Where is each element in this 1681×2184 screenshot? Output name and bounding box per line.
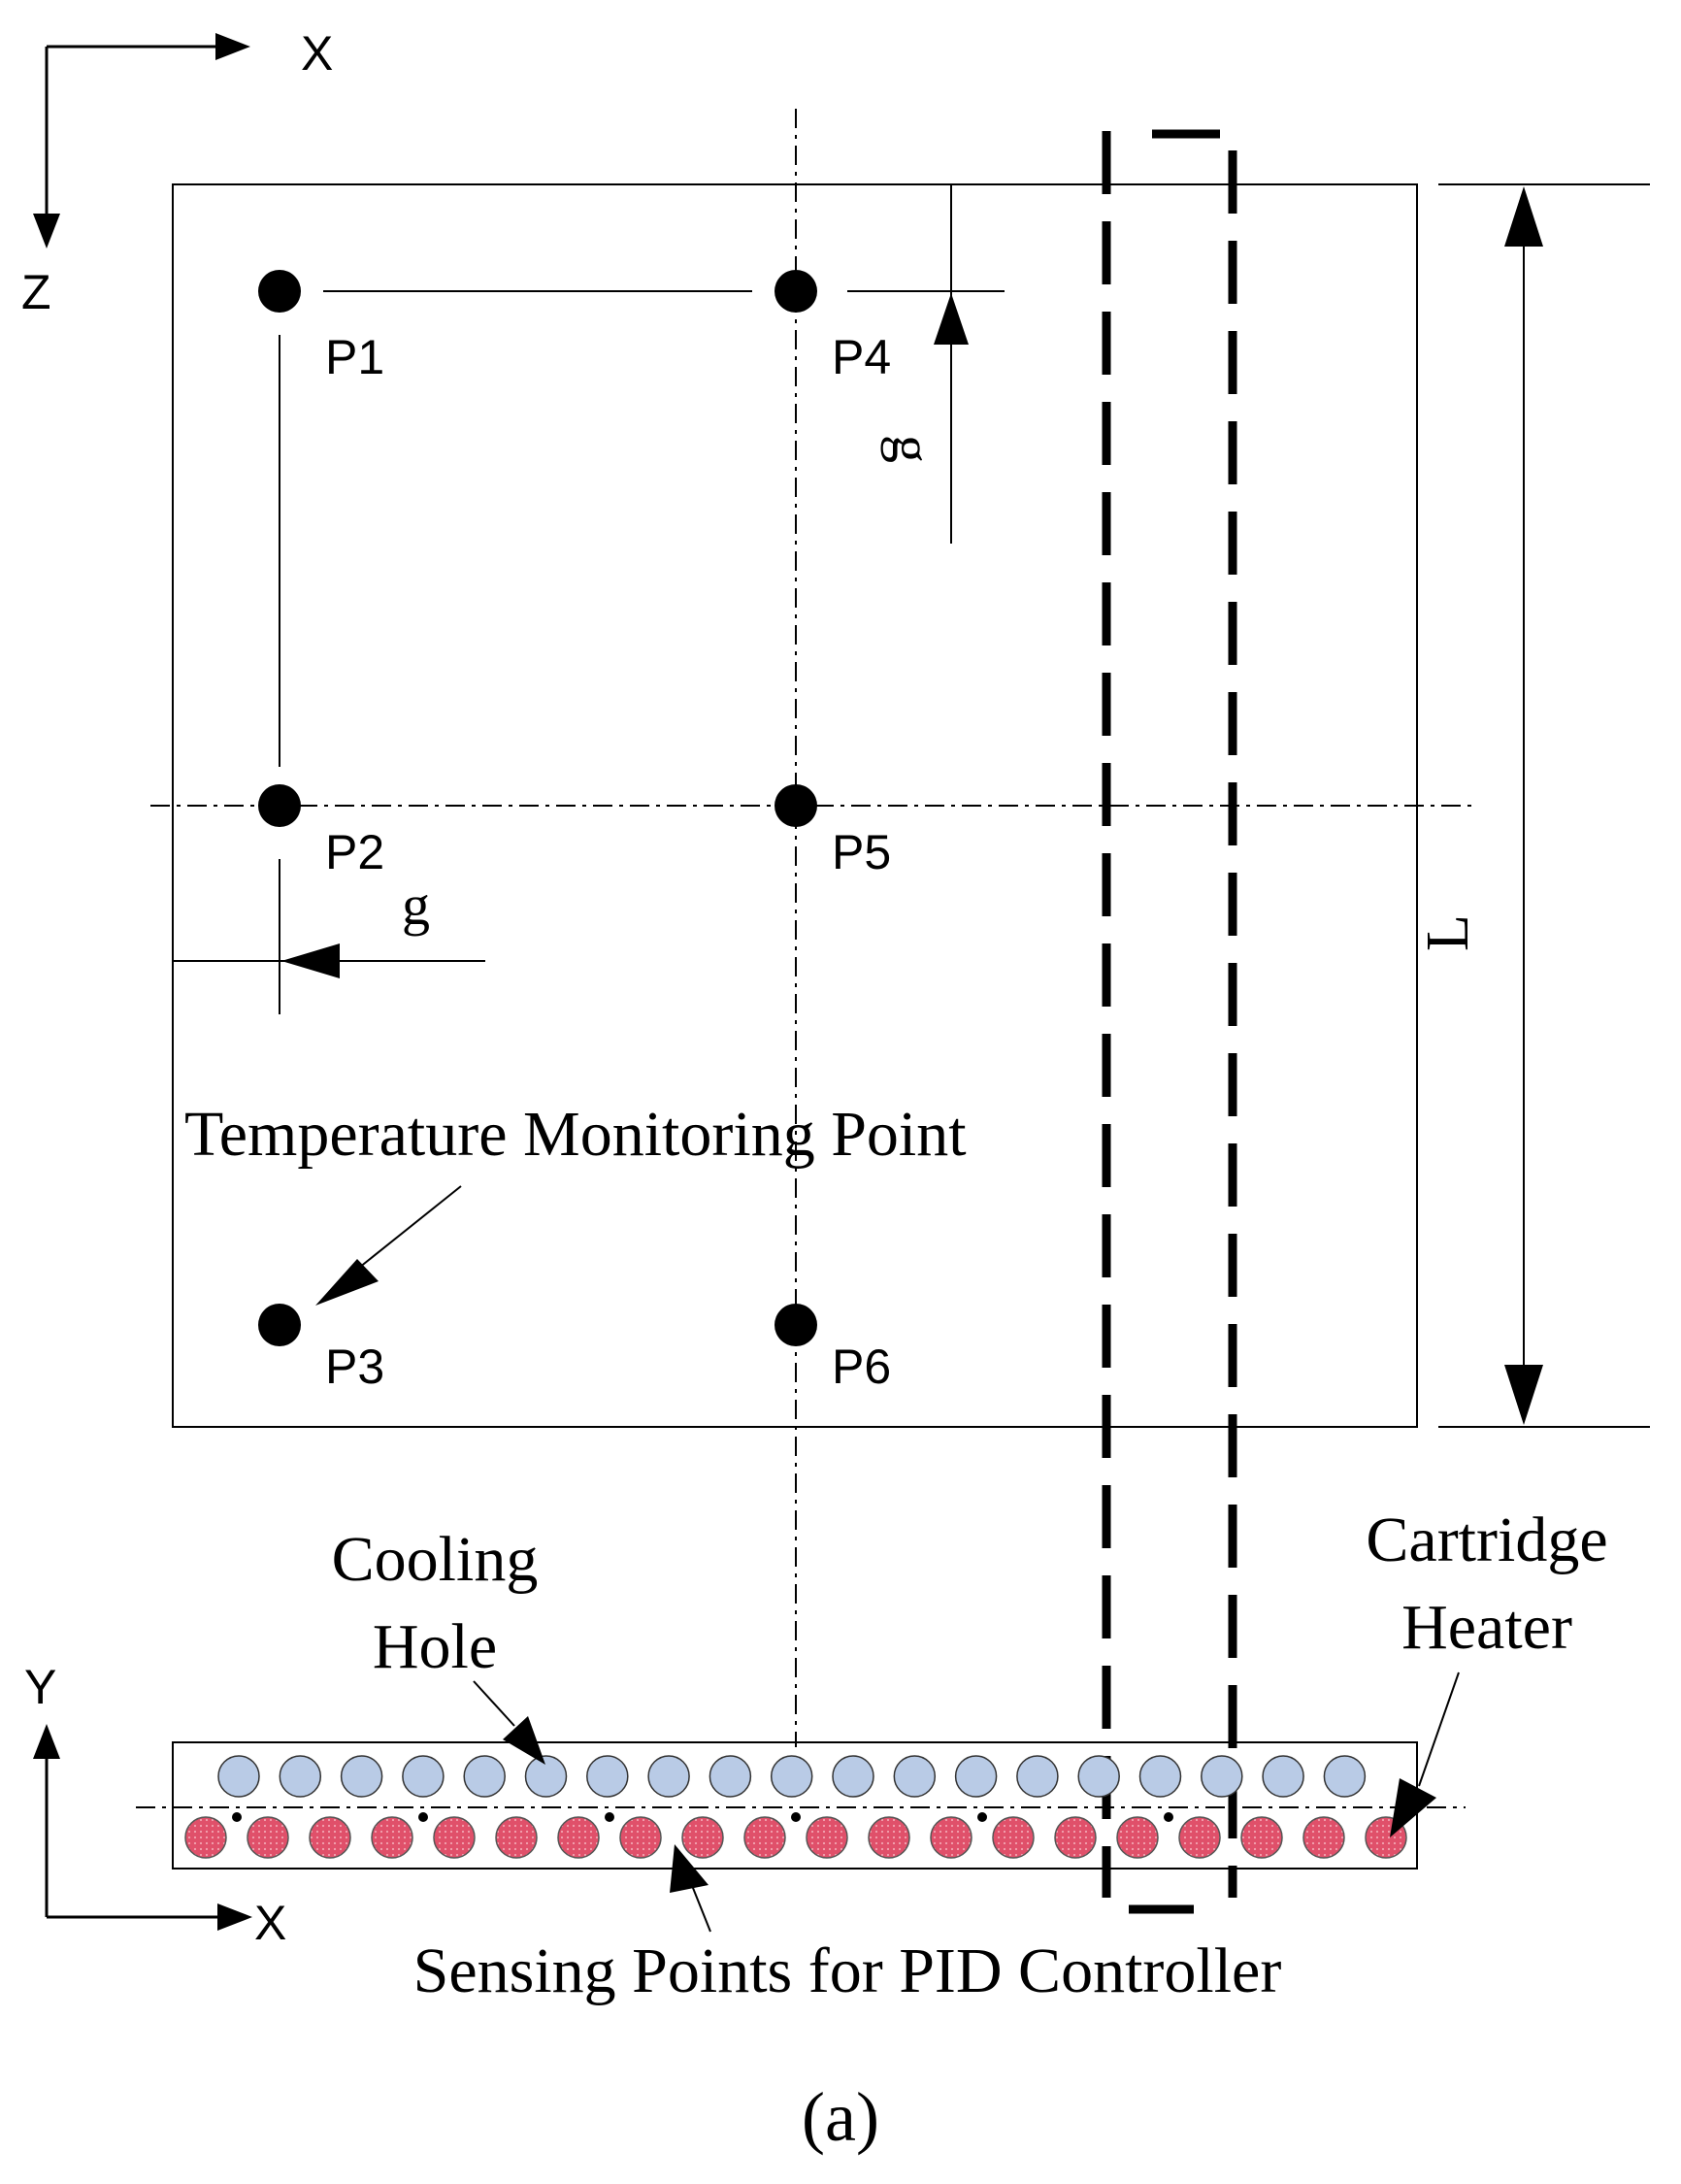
temperature-monitoring-leader: [344, 1185, 462, 1280]
sensing-point: [418, 1812, 428, 1822]
cooling-hole: [1201, 1755, 1243, 1798]
cooling-hole: [893, 1755, 937, 1798]
figure-caption: (a): [802, 2078, 879, 2156]
l-bottom-arrowhead: [1504, 1365, 1543, 1425]
cooling-hole-arrowhead: [503, 1716, 545, 1765]
point-p4-marker: [775, 270, 817, 313]
point-p5-marker: [775, 784, 817, 827]
temperature-monitoring-label: Temperature Monitoring Point: [184, 1099, 967, 1170]
point-p4-label: P4: [832, 330, 891, 384]
bottom-y-axis-label: Y: [24, 1660, 56, 1714]
cooling-hole: [463, 1755, 506, 1798]
sensing-point-row: [232, 1812, 1173, 1822]
cartridge-heater-label-line1: Cartridge: [1366, 1505, 1607, 1575]
cartridge-heater: [495, 1816, 538, 1859]
top-axes: [33, 33, 250, 248]
cooling-hole: [402, 1755, 445, 1798]
cartridge-heater: [247, 1816, 289, 1859]
cooling-hole: [709, 1755, 752, 1798]
cooling-hole: [954, 1755, 998, 1798]
sensing-point: [605, 1812, 614, 1822]
g-vertical-label: g: [880, 435, 943, 463]
cooling-hole: [279, 1755, 322, 1798]
cooling-hole: [1262, 1755, 1304, 1798]
cartridge-heater: [371, 1816, 413, 1859]
cartridge-heater-arrowhead: [1390, 1778, 1436, 1837]
top-z-axis-label: Z: [21, 265, 51, 319]
point-p6-marker: [775, 1304, 817, 1346]
cartridge-heater: [433, 1816, 476, 1859]
top-x-arrowhead: [215, 33, 250, 60]
cartridge-heater: [681, 1816, 724, 1859]
cooling-hole: [770, 1755, 813, 1798]
point-p1-marker: [258, 270, 301, 313]
cooling-hole-leader: [473, 1680, 515, 1727]
top-z-arrowhead: [33, 214, 60, 248]
cartridge-heater: [1054, 1816, 1097, 1859]
sensing-point: [1164, 1812, 1173, 1822]
cartridge-heater-leader: [1418, 1671, 1460, 1787]
cooling-hole: [647, 1755, 690, 1798]
cooling-hole: [832, 1755, 874, 1798]
temperature-monitoring-arrowhead: [315, 1259, 379, 1306]
sensing-points-label: Sensing Points for PID Controller: [413, 1936, 1282, 2006]
l-top-arrowhead: [1504, 186, 1543, 247]
cartridge-heater: [557, 1816, 600, 1859]
cooling-hole: [586, 1755, 629, 1798]
cartridge-heater: [1302, 1816, 1345, 1859]
point-p3-marker: [258, 1304, 301, 1346]
g-vertical-arrowhead: [934, 293, 969, 345]
cartridge-heater: [992, 1816, 1035, 1859]
sensing-points-arrowhead: [670, 1844, 709, 1893]
cooling-hole: [524, 1755, 568, 1798]
cooling-hole-label-line2: Hole: [373, 1611, 497, 1682]
point-p3-label: P3: [325, 1340, 384, 1394]
cartridge-heater: [930, 1816, 972, 1859]
point-p2-marker: [258, 784, 301, 827]
sensing-point: [977, 1812, 987, 1822]
top-x-axis-label: X: [301, 26, 333, 81]
dashed-region: [1102, 129, 1237, 1914]
sensing-points-leader: [690, 1882, 711, 1933]
cooling-hole: [1077, 1755, 1120, 1798]
cartridge-heater-row: [184, 1816, 1407, 1859]
cooling-hole-label-line1: Cooling: [332, 1524, 539, 1595]
cartridge-heater: [184, 1816, 227, 1859]
bottom-x-arrowhead: [217, 1903, 252, 1931]
cartridge-heater: [1240, 1816, 1283, 1859]
sensing-point: [791, 1812, 801, 1822]
cartridge-heater: [309, 1816, 351, 1859]
cartridge-heater: [806, 1816, 848, 1859]
point-p6-label: P6: [832, 1340, 891, 1394]
point-p5-label: P5: [832, 825, 891, 879]
bottom-x-axis-label: X: [254, 1896, 286, 1950]
l-label: L: [1415, 914, 1481, 951]
cartridge-heater: [743, 1816, 786, 1859]
g-horizontal-arrowhead: [281, 943, 340, 978]
point-p1-label: P1: [325, 330, 384, 384]
point-p2-label: P2: [325, 825, 384, 879]
cartridge-heater: [868, 1816, 910, 1859]
cartridge-heater: [1116, 1816, 1159, 1859]
g-horizontal-label: g: [402, 874, 430, 937]
sensing-point: [232, 1812, 242, 1822]
cooling-hole-row: [217, 1755, 1367, 1798]
cooling-hole: [1323, 1755, 1367, 1798]
cooling-hole: [340, 1755, 383, 1798]
cooling-hole: [217, 1755, 260, 1798]
cartridge-heater: [1178, 1816, 1221, 1859]
bottom-axes: [33, 1724, 252, 1931]
bottom-y-arrowhead: [33, 1724, 60, 1759]
cartridge-heater: [619, 1816, 662, 1859]
cartridge-heater-label-line2: Heater: [1401, 1592, 1572, 1663]
cooling-hole: [1138, 1755, 1182, 1798]
cooling-hole: [1016, 1755, 1059, 1798]
